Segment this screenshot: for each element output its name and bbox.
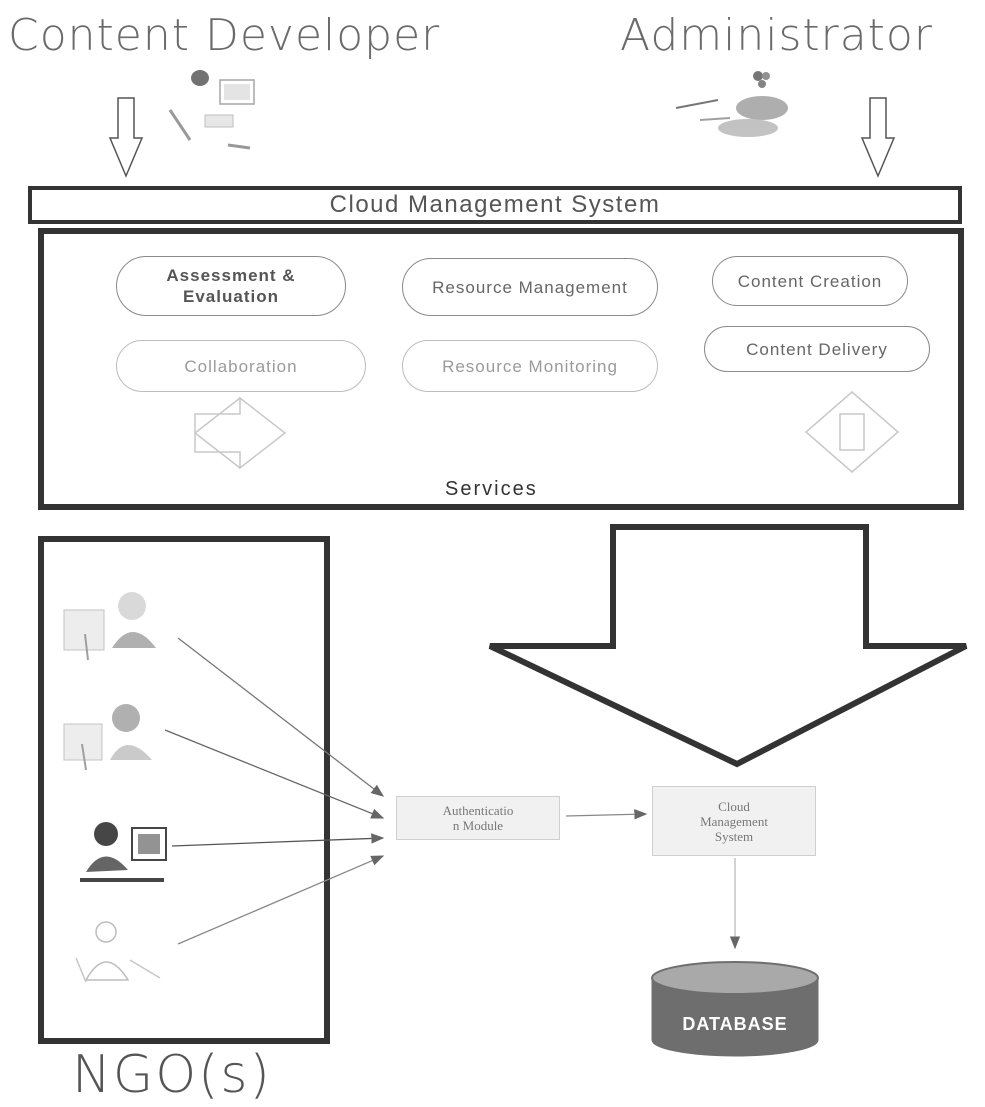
ngo-user-icon xyxy=(75,921,161,983)
ngo-label: NGO(s) xyxy=(72,1045,272,1105)
services-diamonds xyxy=(193,391,900,473)
diamond-arrow-right xyxy=(804,391,900,473)
auth-module-line-1: Authenticatio xyxy=(442,803,514,818)
cms-title-bar: Cloud Management System xyxy=(28,186,962,224)
ngo-user-icon xyxy=(80,822,167,882)
authentication-module-box: Authenticatio n Module xyxy=(396,796,560,840)
ngo-box xyxy=(38,536,330,1044)
top-graphics xyxy=(108,70,896,178)
ngo-user-icon xyxy=(63,704,152,771)
administrator-title: Administrator xyxy=(620,10,933,61)
database-label: DATABASE xyxy=(682,1014,788,1034)
user-to-auth-arrow xyxy=(171,833,385,847)
content-developer-title: Content Developer xyxy=(8,10,441,61)
user-to-auth-arrow xyxy=(164,729,385,819)
module-resource-management: Resource Management xyxy=(402,258,658,316)
auth-to-cms-arrow xyxy=(565,809,648,820)
big-down-arrow xyxy=(488,524,968,768)
services-label: Services xyxy=(445,478,538,500)
database-icon xyxy=(651,961,819,1057)
cms-box-line-2: Management xyxy=(700,813,768,829)
module-collaboration: Collaboration xyxy=(116,340,366,392)
down-arrow-right xyxy=(860,97,896,178)
diamond-arrow-left xyxy=(193,396,287,470)
down-arrow-left xyxy=(108,97,144,178)
cms-box-line-3: System xyxy=(714,828,754,844)
module-assessment-evaluation: Assessment & Evaluation xyxy=(116,256,346,316)
module-content-delivery: Content Delivery xyxy=(704,326,930,372)
auth-module-line-2: n Module xyxy=(452,818,504,833)
computer-user-icon xyxy=(168,70,255,150)
ngo-user-icon xyxy=(63,592,156,661)
user-to-auth-arrow xyxy=(177,637,385,797)
module-resource-monitoring: Resource Monitoring xyxy=(402,340,658,392)
cms-box: Cloud Management System xyxy=(652,786,816,856)
cms-box-line-1: Cloud xyxy=(718,798,750,814)
network-admin-icon xyxy=(675,71,788,137)
user-to-auth-arrow xyxy=(177,855,385,945)
module-content-creation: Content Creation xyxy=(712,256,908,306)
